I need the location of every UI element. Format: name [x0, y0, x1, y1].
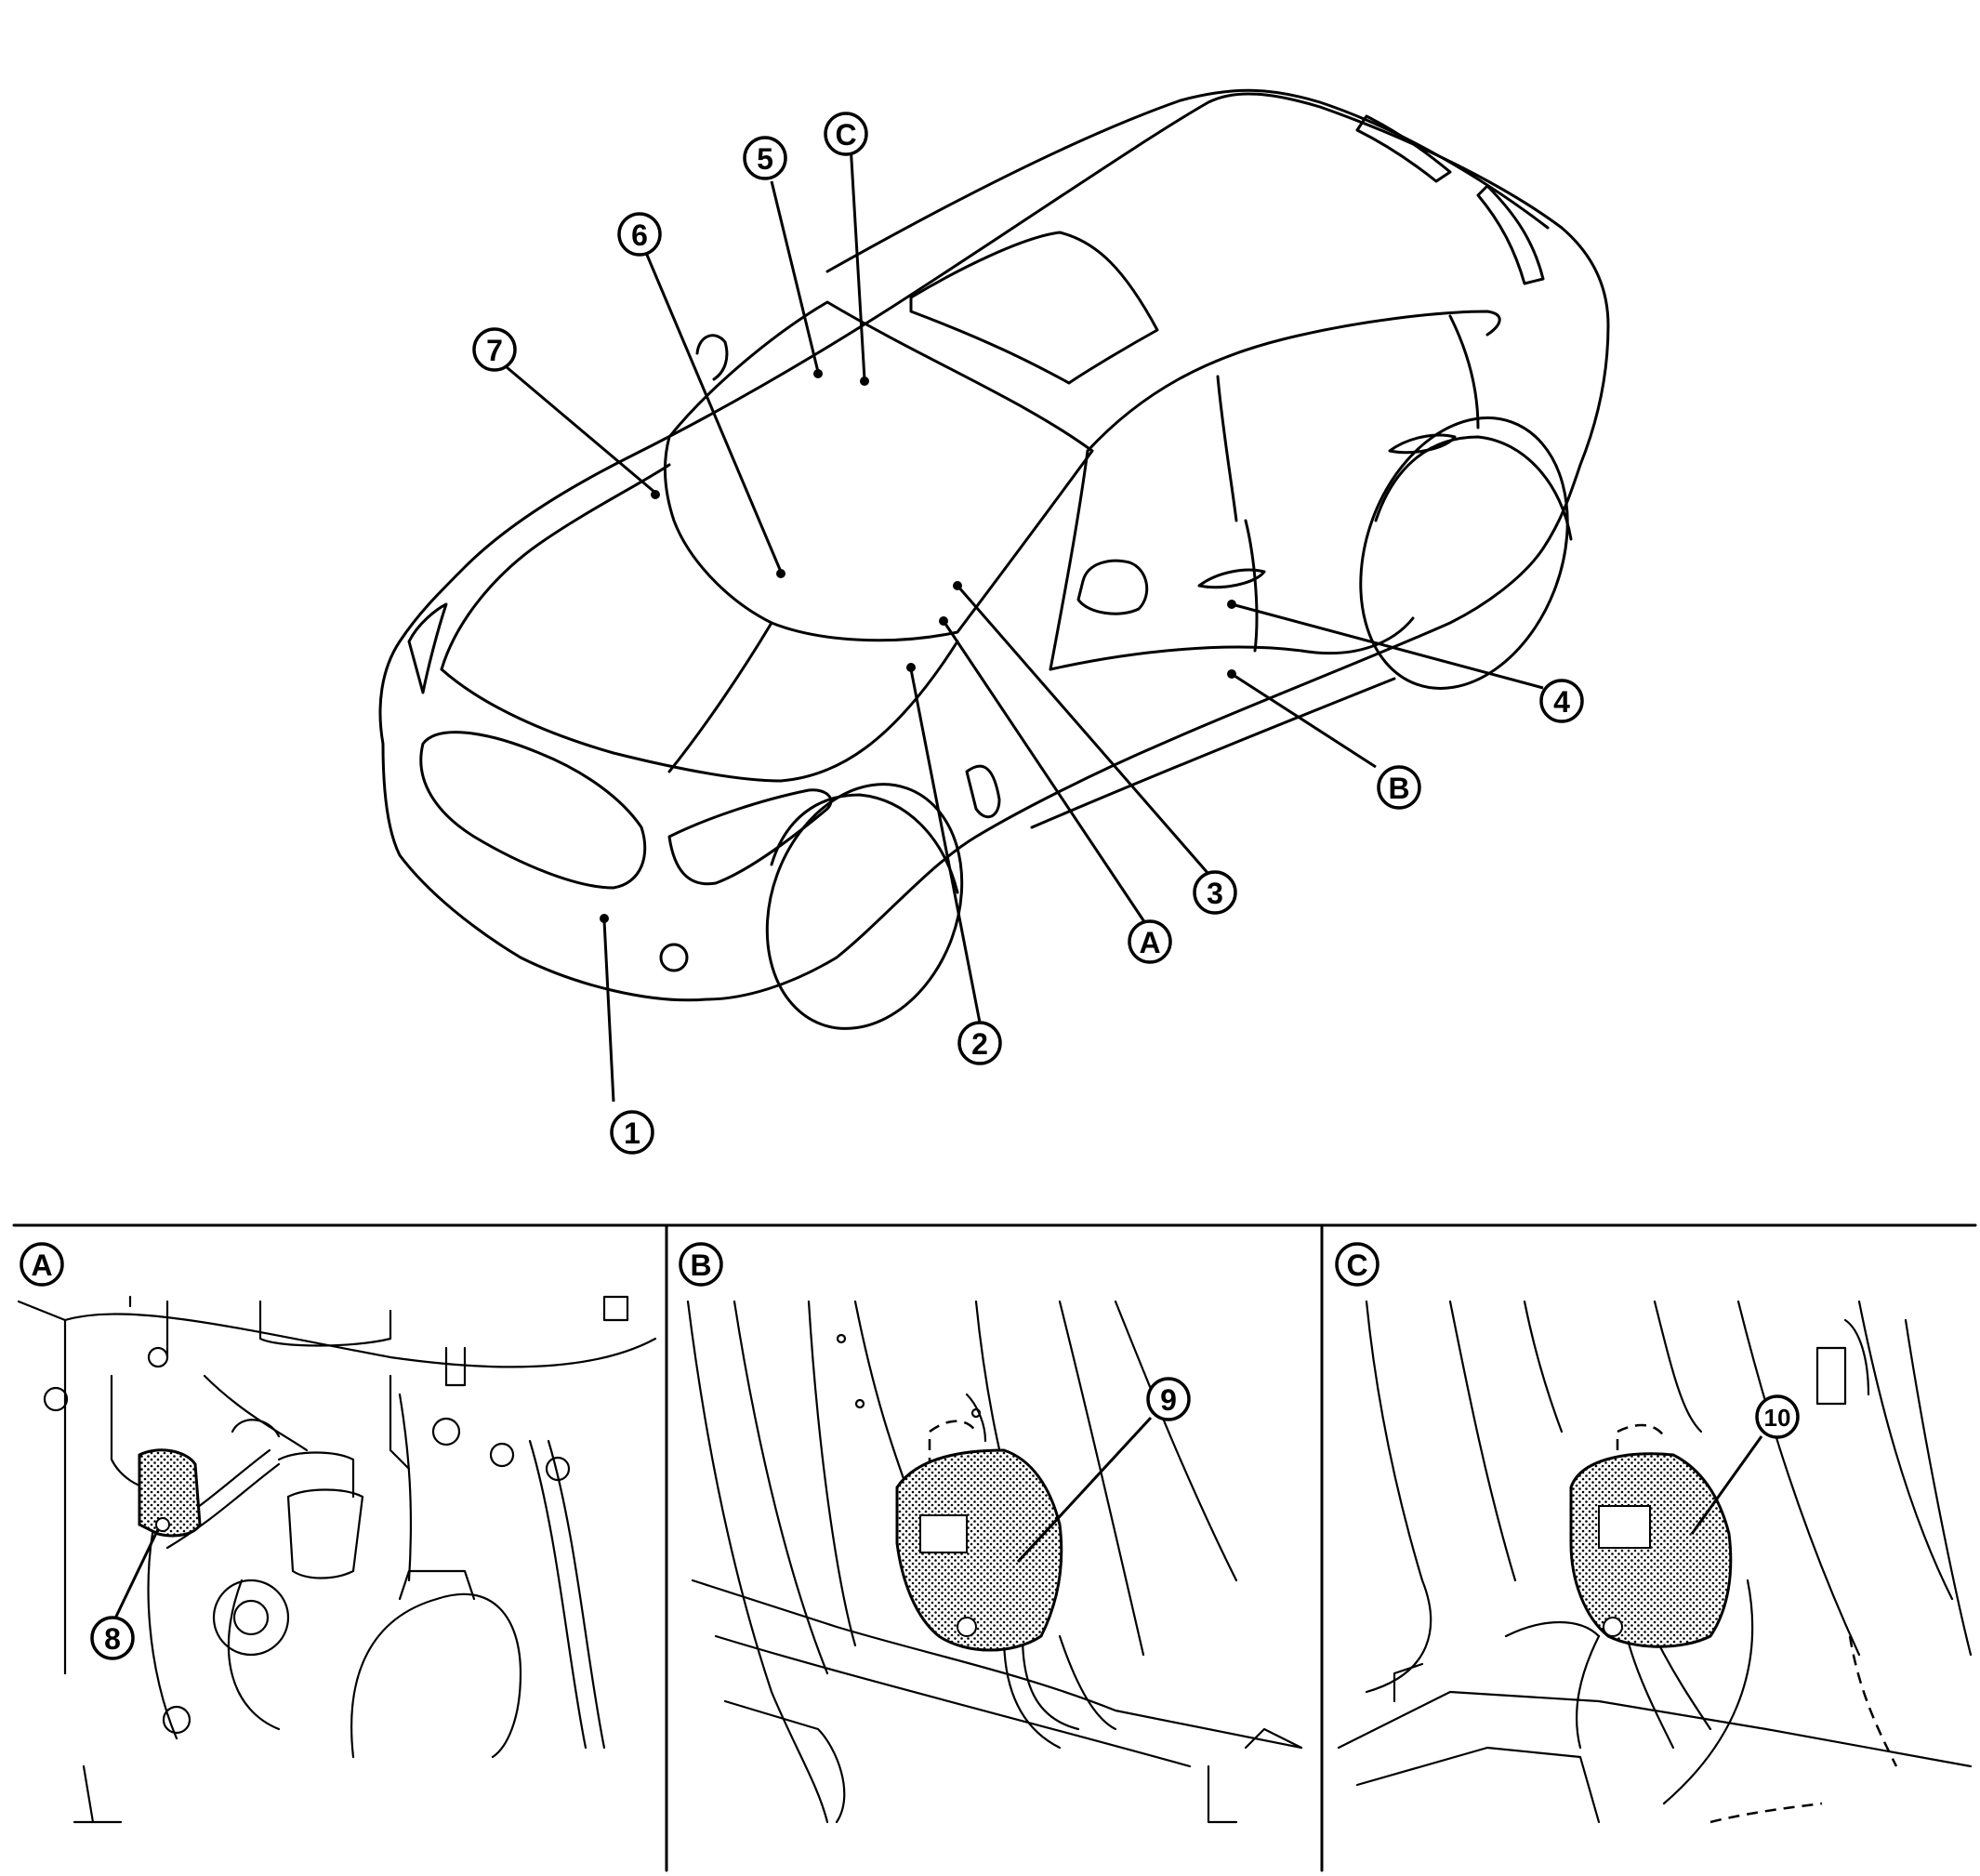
callout-7: 7 [472, 327, 517, 372]
callout-2: 2 [957, 1021, 1002, 1065]
svg-text:A: A [31, 1248, 52, 1282]
panel-c-label: C [1335, 1242, 1379, 1287]
vehicle-illustration [378, 88, 1610, 1030]
callout-C: C [824, 112, 868, 156]
callout-8: 8 [90, 1616, 135, 1660]
svg-text:8: 8 [104, 1622, 121, 1656]
panel-b-label: B [679, 1242, 723, 1287]
callout-3: 3 [1193, 870, 1237, 915]
svg-text:B: B [1388, 772, 1409, 805]
svg-text:10: 10 [1764, 1404, 1791, 1432]
svg-text:9: 9 [1160, 1383, 1177, 1417]
detail-panel-c: C 10 [1335, 1242, 1973, 1824]
svg-text:6: 6 [631, 218, 648, 252]
callout-9: 9 [1146, 1377, 1191, 1421]
svg-text:2: 2 [971, 1027, 988, 1061]
svg-text:C: C [835, 118, 856, 152]
callout-1: 1 [610, 1110, 654, 1155]
svg-text:5: 5 [757, 142, 773, 176]
overview-leaders [506, 143, 1544, 1103]
callout-6: 6 [617, 212, 662, 257]
callout-5: 5 [743, 136, 787, 180]
callout-A: A [1128, 919, 1172, 964]
svg-text:4: 4 [1553, 685, 1570, 719]
callout-4: 4 [1539, 679, 1584, 723]
detail-panels-frame [12, 1223, 1977, 1872]
svg-text:7: 7 [486, 334, 503, 367]
detail-panel-a: A [17, 1242, 657, 1824]
svg-text:1: 1 [624, 1116, 640, 1150]
callout-10: 10 [1755, 1394, 1800, 1439]
svg-text:3: 3 [1207, 877, 1223, 910]
svg-text:C: C [1346, 1248, 1367, 1282]
panel-a-label: A [20, 1242, 64, 1287]
detail-panel-b: B 9 [679, 1242, 1303, 1824]
svg-text:A: A [1139, 926, 1160, 959]
callout-B: B [1377, 765, 1421, 810]
svg-text:B: B [690, 1248, 711, 1282]
